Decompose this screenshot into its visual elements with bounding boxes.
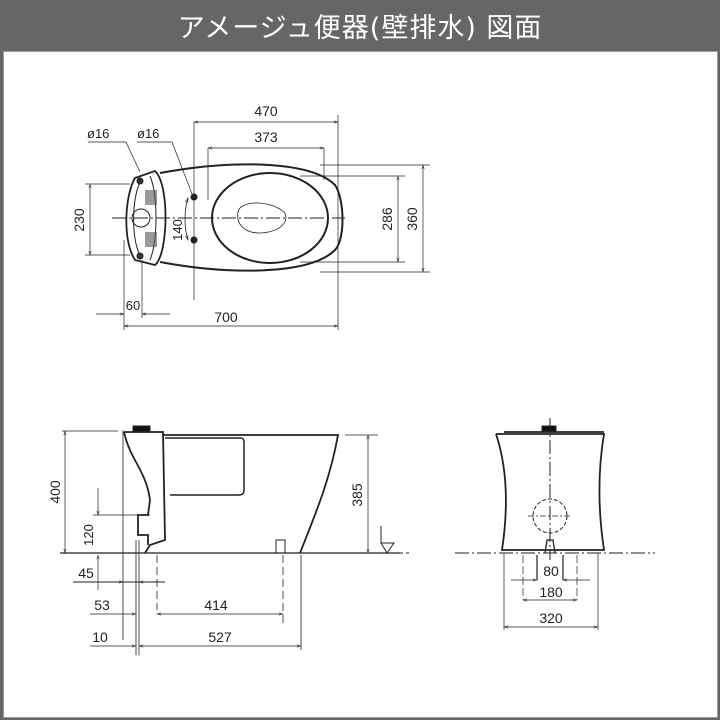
tank-profile xyxy=(123,431,166,554)
dim-80: 80 xyxy=(543,563,559,579)
dim-527: 527 xyxy=(208,629,232,645)
dim-45: 45 xyxy=(78,565,94,581)
front-view-labels: 80 180 320 xyxy=(539,563,563,626)
dim-470: 470 xyxy=(254,103,278,119)
drain-outlet xyxy=(544,539,556,554)
bowl-rim xyxy=(211,172,329,264)
top-view xyxy=(85,115,430,330)
dim-10: 10 xyxy=(92,629,108,645)
seat-profile xyxy=(165,437,245,496)
dim-dia-left: ø16 xyxy=(87,126,109,141)
bowl-profile xyxy=(163,434,340,554)
fixing-bracket xyxy=(275,539,286,554)
dim-120: 120 xyxy=(81,524,96,546)
dim-140: 140 xyxy=(170,219,185,241)
dim-180: 180 xyxy=(539,584,563,600)
title-bar: アメージュ便器(壁排水) 図面 xyxy=(0,0,720,50)
flush-valve xyxy=(131,208,151,228)
dim-53: 53 xyxy=(94,597,110,613)
dim-320: 320 xyxy=(539,610,563,626)
drain-hole xyxy=(237,202,287,234)
dim-400: 400 xyxy=(47,480,63,504)
tank-outline xyxy=(125,169,167,266)
dim-385: 385 xyxy=(349,483,365,507)
top-view-labels: 470 373 ø16 ø16 230 140 286 360 60 700 xyxy=(71,103,420,325)
dim-dia-right: ø16 xyxy=(137,126,159,141)
side-view-labels: 400 385 120 45 53 414 10 527 xyxy=(47,480,365,645)
dim-286: 286 xyxy=(379,207,395,231)
dim-373: 373 xyxy=(254,129,278,145)
dim-414: 414 xyxy=(204,597,228,613)
bowl-outline xyxy=(159,163,344,272)
dim-60: 60 xyxy=(126,298,140,313)
dim-230: 230 xyxy=(71,208,87,232)
page-title: アメージュ便器(壁排水) 図面 xyxy=(177,12,543,44)
front-view xyxy=(455,418,655,630)
dim-700: 700 xyxy=(214,309,238,325)
front-body-outline xyxy=(495,431,606,551)
floor-level-icon xyxy=(380,526,395,554)
drawing-canvas xyxy=(3,51,718,718)
dim-360: 360 xyxy=(404,207,420,231)
side-view xyxy=(60,425,410,655)
